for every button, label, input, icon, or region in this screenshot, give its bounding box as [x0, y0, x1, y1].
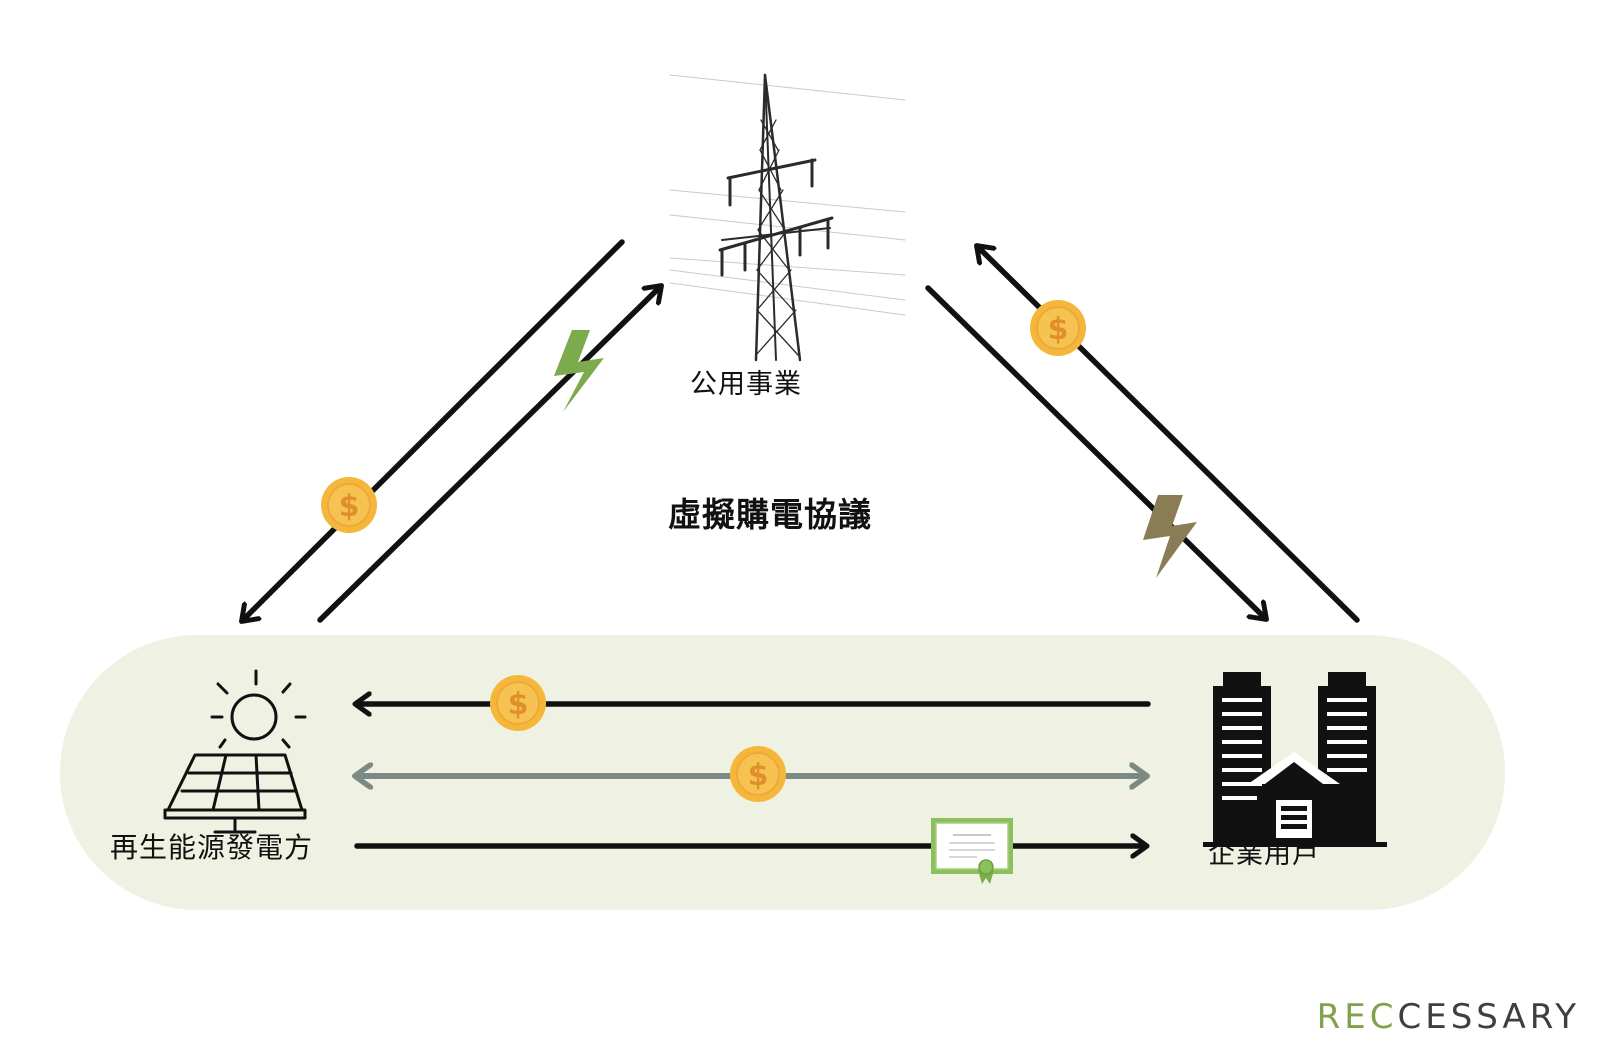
transmission-tower-icon — [669, 73, 906, 362]
arrow-utility-to-consumer — [925, 285, 1265, 618]
certificate-icon — [931, 818, 1013, 884]
dollar-coin-icon: $ — [321, 477, 377, 533]
svg-text:$: $ — [748, 758, 769, 793]
svg-text:$: $ — [1048, 312, 1069, 347]
dollar-coin-icon: $ — [1030, 300, 1086, 356]
solar-panel-icon — [163, 669, 307, 834]
brand-accent-text: REC — [1316, 997, 1398, 1037]
arrow-consumer-to-utility — [978, 247, 1360, 623]
lightning-bolt-icon — [1143, 495, 1197, 578]
arrow-generator-to-utility — [317, 287, 660, 623]
lightning-bolt-icon — [554, 330, 604, 412]
dollar-coin-icon: $ — [730, 746, 786, 802]
center-title: 虛擬購電協議 — [668, 495, 872, 534]
generator-label: 再生能源發電方 — [110, 831, 314, 864]
dollar-coin-icon: $ — [490, 675, 546, 731]
svg-text:$: $ — [508, 687, 529, 722]
svg-text:$: $ — [339, 489, 360, 524]
consumer-label: 企業用戶 — [1208, 839, 1320, 870]
arrow-utility-to-generator — [243, 239, 625, 620]
office-buildings-icon — [1203, 672, 1387, 847]
brand-rest-text: CESSARY — [1397, 997, 1580, 1037]
brand-logo: RECCESSARY — [1317, 997, 1580, 1037]
utility-label: 公用事業 — [690, 369, 802, 400]
